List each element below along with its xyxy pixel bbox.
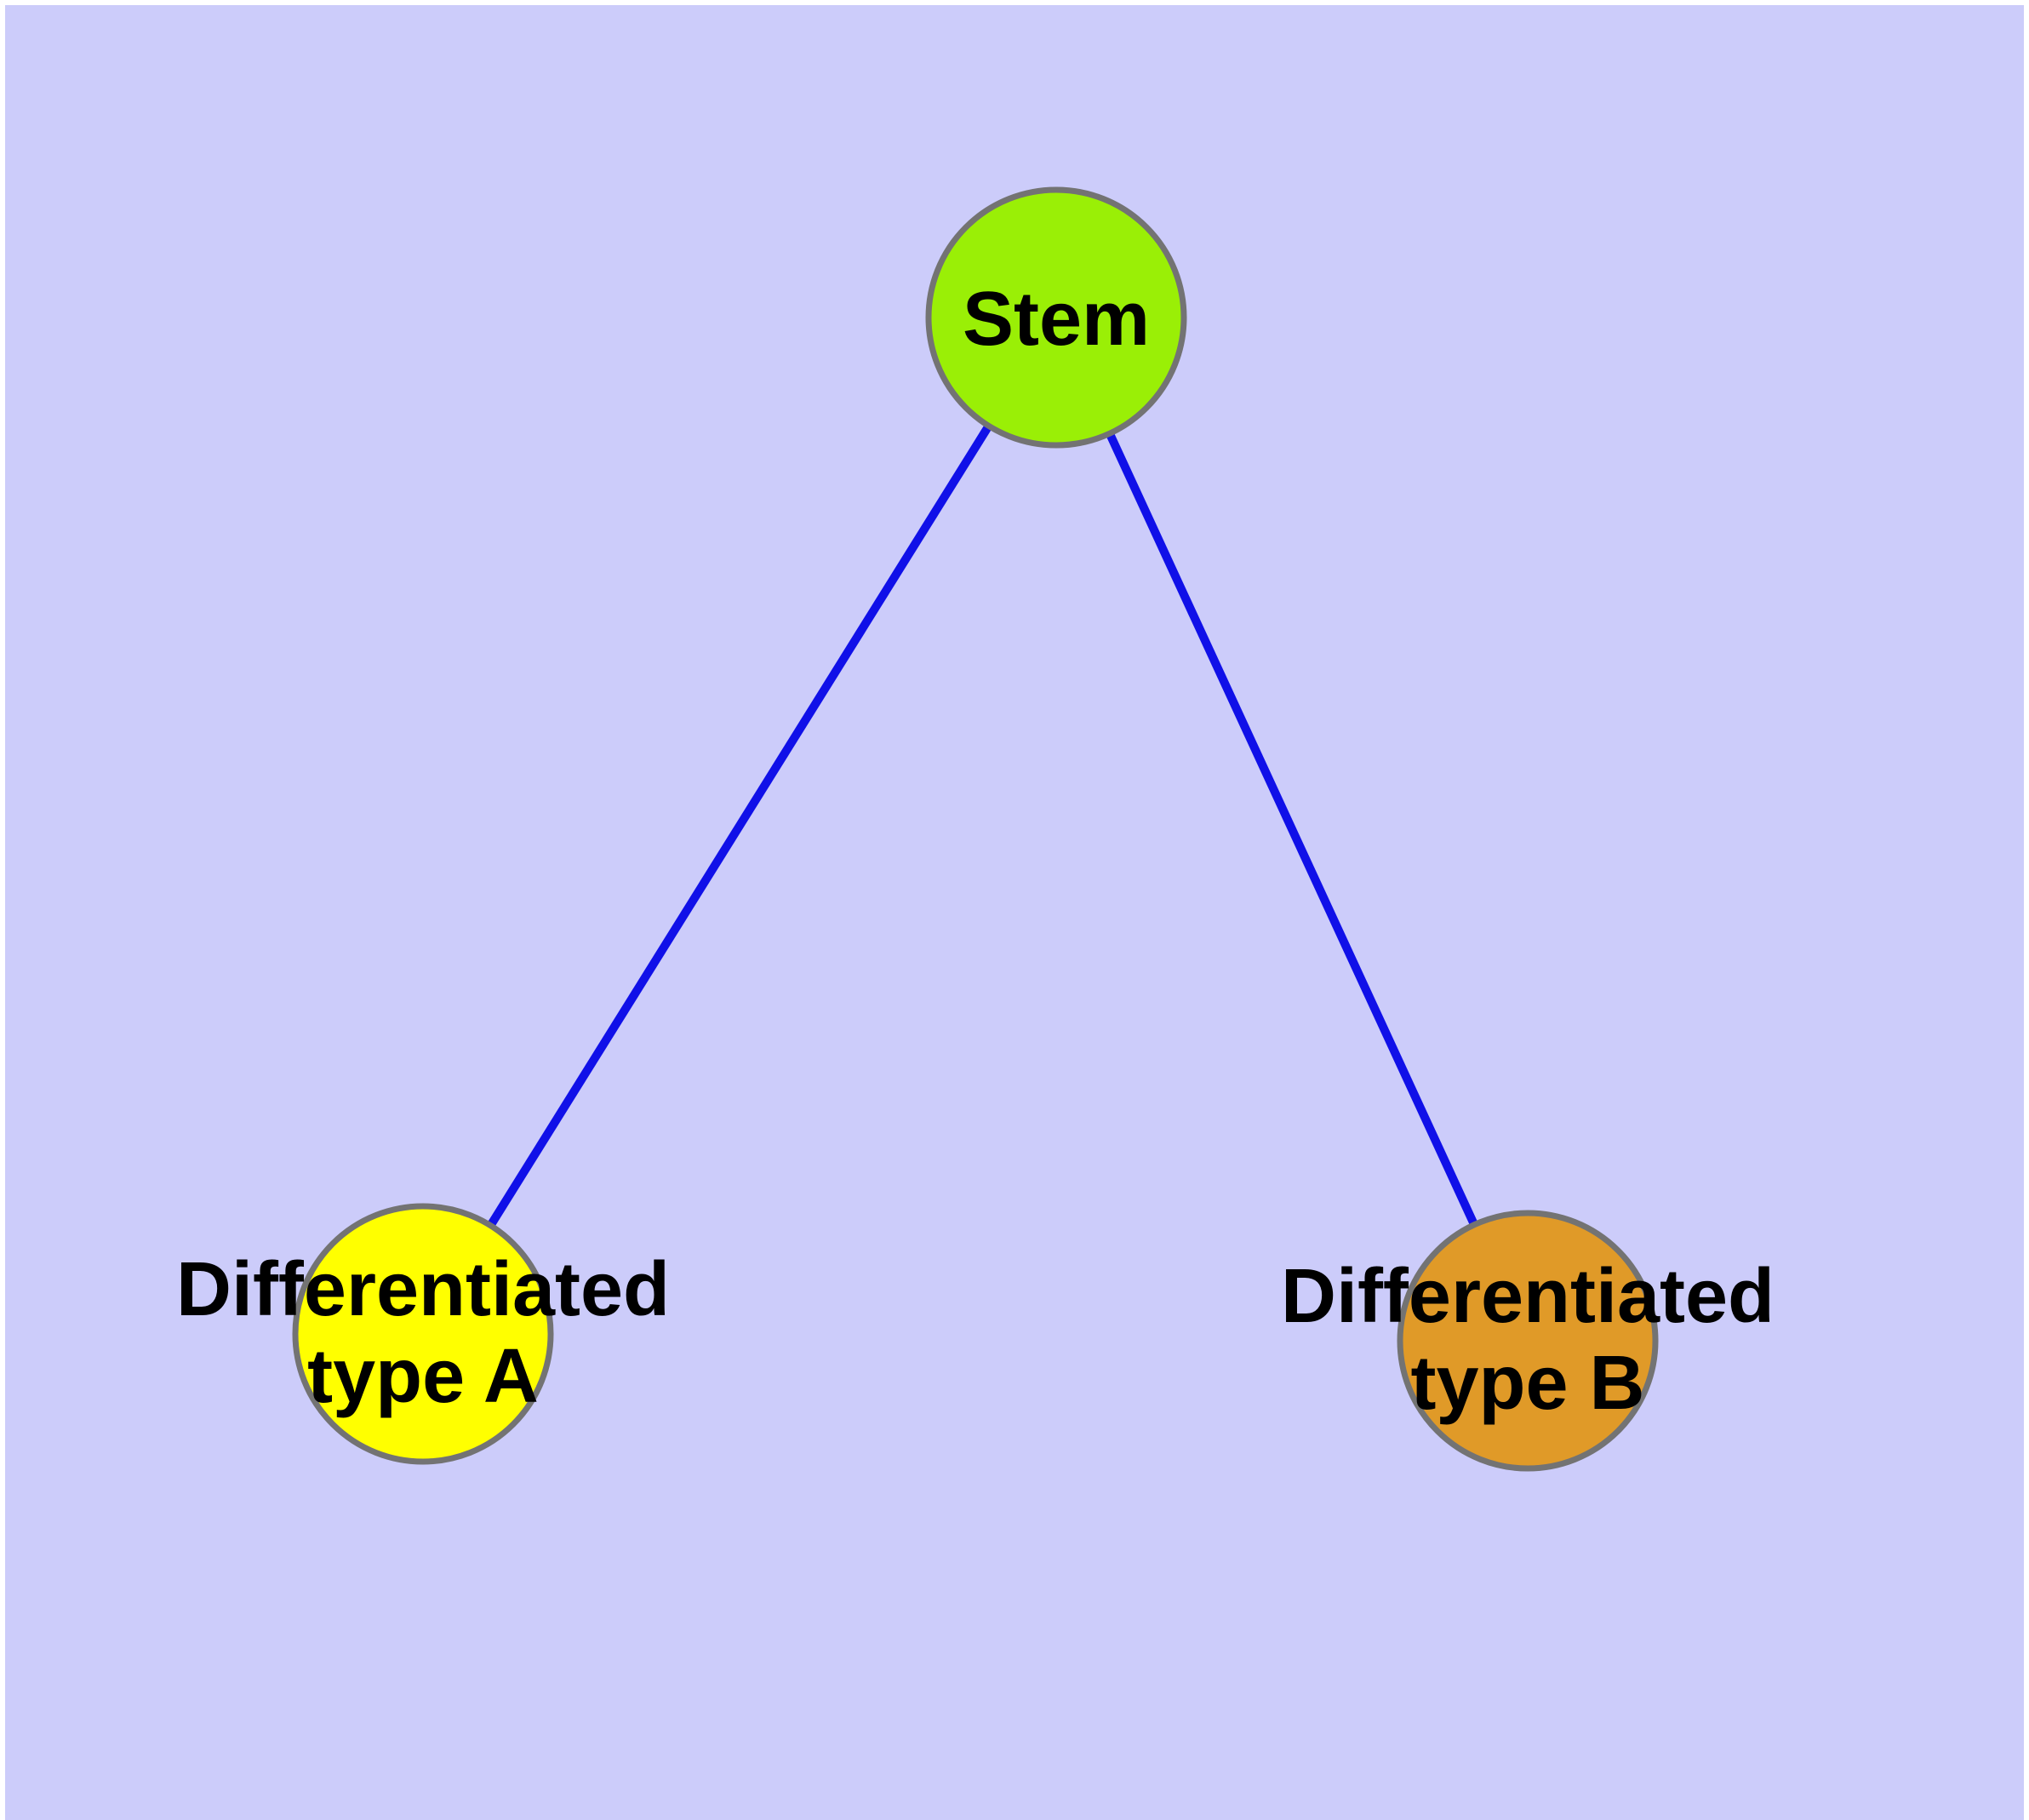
node-differentiated-b-label-line1: Differentiated [1281,1254,1775,1339]
node-stem-circle[interactable] [925,186,1187,449]
node-differentiated-b-label-line2: type B [1410,1341,1644,1426]
node-differentiated-a-circle[interactable] [292,1203,554,1465]
edge-stem-to-differentiated-b[interactable] [1052,315,1532,1343]
nodes-layer: Stem Differentiated type A Differentiate… [176,186,1775,1472]
node-differentiated-b[interactable]: Differentiated type B [1281,1210,1775,1472]
node-differentiated-a-label-line1: Differentiated [176,1247,670,1332]
node-differentiated-b-circle[interactable] [1397,1210,1659,1472]
node-stem[interactable]: Stem [925,186,1187,449]
node-stem-label-line1: Stem [963,277,1150,362]
node-differentiated-a-label-line2: type A [307,1334,539,1419]
edge-stem-to-differentiated-a[interactable] [419,315,1060,1336]
node-differentiated-a[interactable]: Differentiated type A [176,1203,670,1465]
edges-layer [419,315,1532,1343]
